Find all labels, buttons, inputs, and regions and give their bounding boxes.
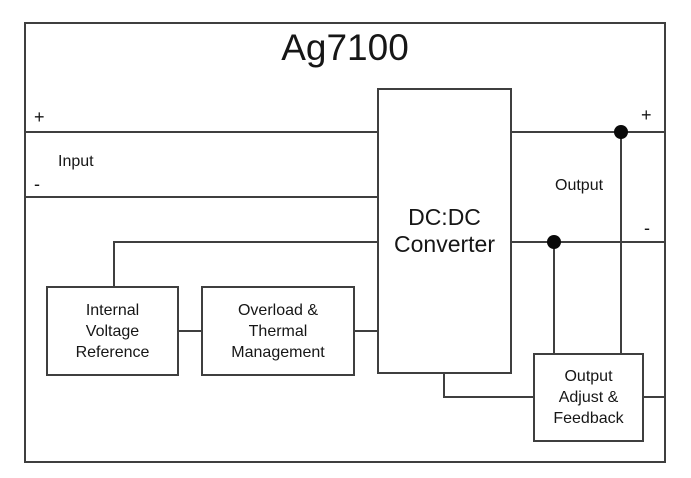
block-overload-thermal-management: Overload & Thermal Management: [201, 286, 355, 376]
wire-input-minus-rail: [24, 196, 377, 198]
wire-thermal-to-converter: [355, 330, 380, 332]
block-thermal-line3: Management: [231, 343, 325, 361]
input-minus-label: -: [34, 174, 40, 194]
block-dcdc-converter: DC:DC Converter: [377, 88, 512, 374]
input-label: Input: [58, 153, 94, 170]
wire-output-minus-sense: [553, 241, 555, 355]
wire-reference-to-thermal: [179, 330, 203, 332]
wire-input-plus-rail: [24, 131, 666, 133]
block-voltage-reference-line3: Reference: [75, 343, 150, 361]
block-feedback-line3: Feedback: [553, 410, 624, 427]
diagram-title: Ag7100: [281, 27, 409, 68]
block-thermal-line1: Overload &: [237, 301, 319, 319]
block-dcdc-converter-line1: DC:DC: [408, 204, 481, 230]
wire-output-plus-sense: [620, 131, 622, 355]
block-feedback-line2: Adjust &: [558, 389, 619, 406]
block-thermal-line2: Thermal: [248, 322, 308, 340]
block-voltage-reference-line1: Internal: [85, 301, 140, 319]
wire-reference-vertical: [113, 241, 115, 287]
wire-converter-drop: [443, 373, 445, 398]
block-internal-voltage-reference: Internal Voltage Reference: [46, 286, 179, 376]
output-plus-label: +: [641, 105, 652, 125]
junction-dot-output-minus: [547, 235, 561, 249]
input-plus-label: +: [34, 107, 45, 127]
block-voltage-reference-line2: Voltage: [85, 322, 140, 340]
block-dcdc-converter-line2: Converter: [394, 231, 495, 257]
block-output-adjust-feedback: Output Adjust & Feedback: [533, 353, 644, 442]
output-label: Output: [555, 177, 604, 194]
output-minus-label: -: [644, 218, 650, 238]
block-feedback-line1: Output: [564, 368, 613, 385]
junction-dot-output-plus: [614, 125, 628, 139]
